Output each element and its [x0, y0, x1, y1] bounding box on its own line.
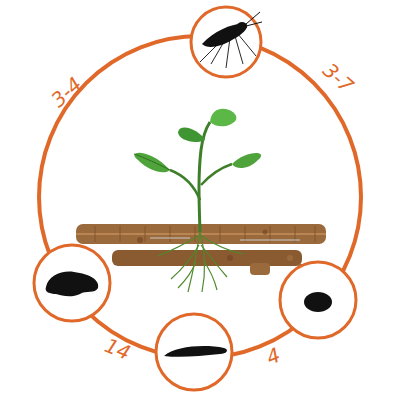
stage-duration: 4	[263, 344, 282, 367]
stage-duration: 14	[102, 335, 133, 363]
plant-roots	[158, 230, 243, 292]
stage-circles	[34, 7, 356, 390]
stage-duration: 3-7	[319, 60, 357, 97]
adult-gnat	[200, 12, 262, 68]
stage-duration: 3-4	[47, 74, 85, 111]
egg	[304, 292, 332, 312]
larva	[164, 346, 227, 357]
plant	[134, 109, 261, 232]
pupa	[46, 272, 99, 297]
